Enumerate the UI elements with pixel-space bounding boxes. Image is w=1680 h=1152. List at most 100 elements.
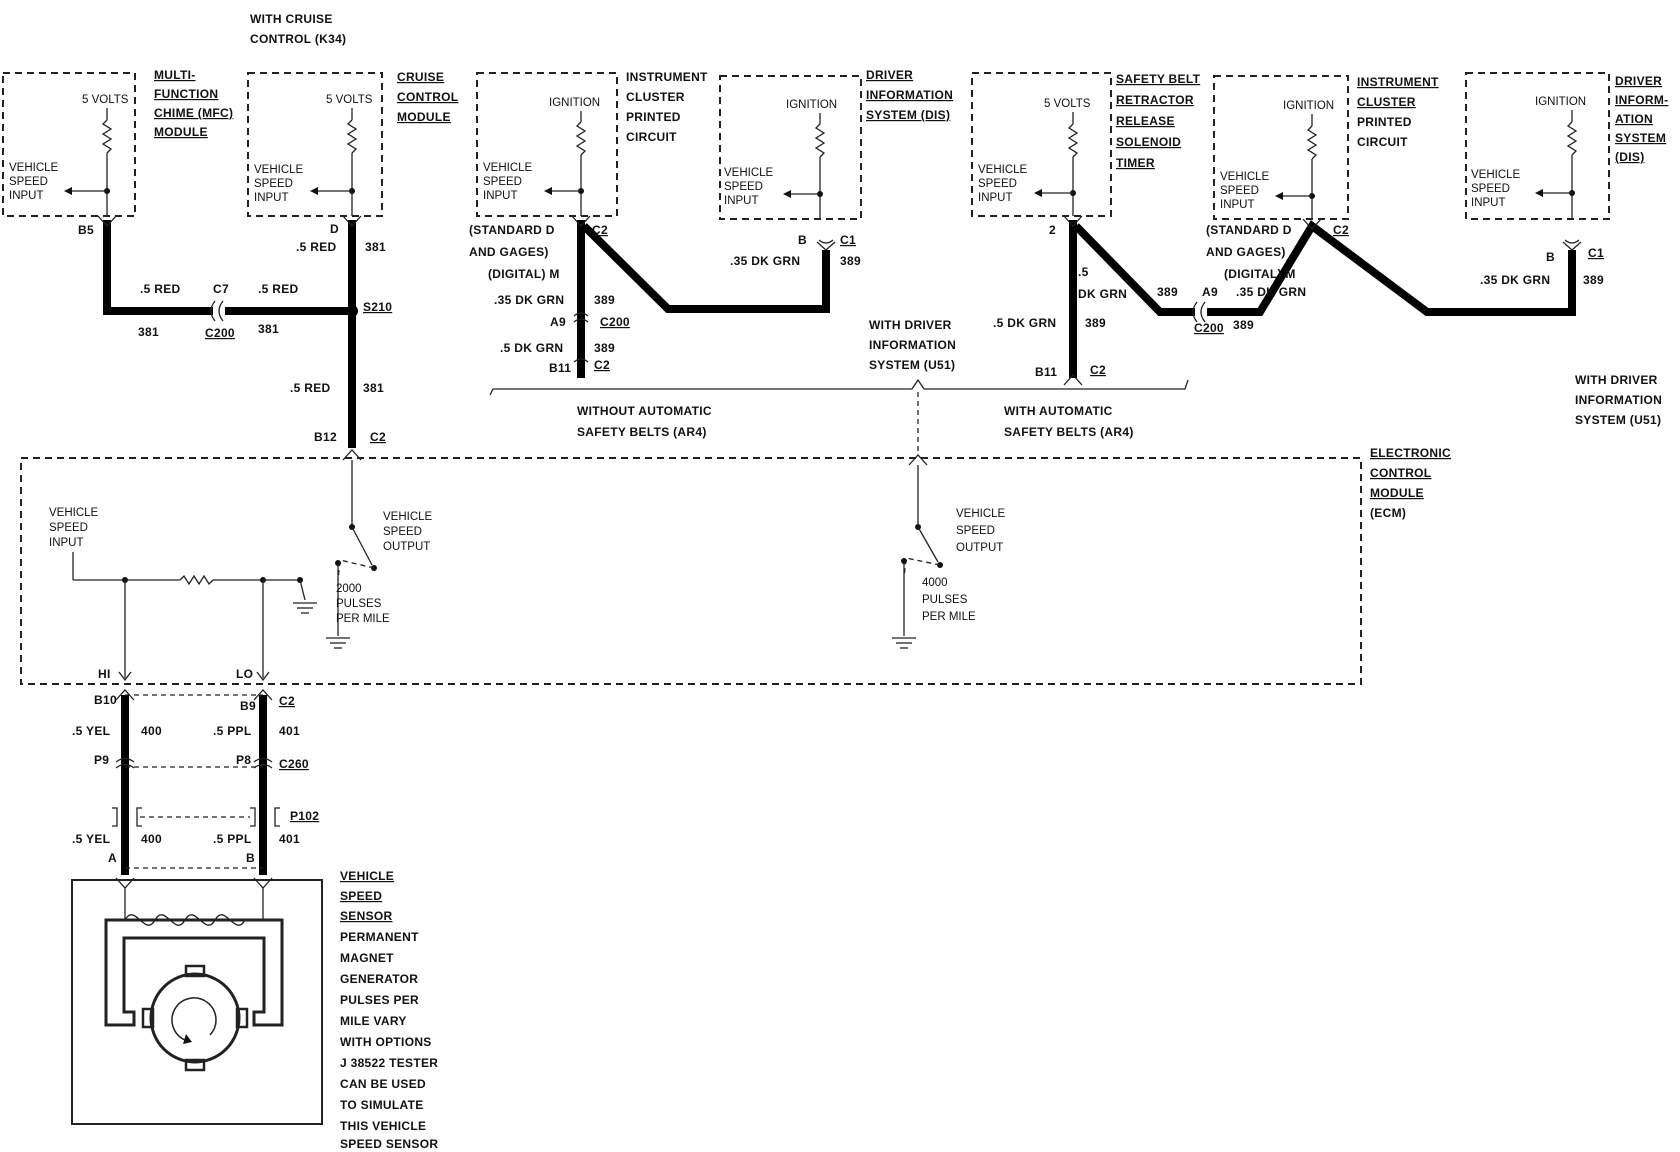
std-gages-l2: AND GAGES) xyxy=(469,245,549,259)
ipc2-c2-label: C2 xyxy=(1333,223,1349,237)
pulses-left-l2: PULSES xyxy=(336,598,382,610)
dis1-title-l3: SYSTEM (DIS) xyxy=(866,108,950,122)
mfc-title-l2: FUNCTION xyxy=(154,87,218,101)
mfc-input-l3: INPUT xyxy=(9,190,44,202)
driver-information-system-2: IGNITION VEHICLE SPEED INPUT DRIVER INFO… xyxy=(1465,72,1668,220)
ecm-input-l2: SPEED xyxy=(49,522,88,534)
dis1-title-l1: DRIVER xyxy=(866,68,913,82)
std-gages-l4: AND GAGES) xyxy=(1206,245,1286,259)
sensor-desc-l3: GENERATOR xyxy=(340,972,418,986)
wire-389-label-4: 389 xyxy=(1157,285,1178,299)
dis1-title-l2: INFORMATION xyxy=(866,88,953,102)
splice-s210-label: S210 xyxy=(363,300,392,314)
belt-supply-label: 5 VOLTS xyxy=(1044,98,1091,110)
ecm-title-l4: (ECM) xyxy=(1370,506,1406,520)
cruise-input-l3: INPUT xyxy=(254,192,289,204)
ecm-pin-b12: B12 xyxy=(314,430,337,444)
pin-b10: B10 xyxy=(94,693,117,707)
connector-c200-label-1: C200 xyxy=(205,326,235,340)
cruise-control-module: 5 VOLTS VEHICLE SPEED INPUT CRUISE CONTR… xyxy=(247,70,458,236)
ecm-title-l1: ELECTRONIC xyxy=(1370,446,1451,460)
belt-title-l2: RETRACTOR xyxy=(1116,93,1194,107)
ipc2-input-l3: INPUT xyxy=(1220,199,1255,211)
reluctor-wheel-icon xyxy=(141,964,249,1072)
output-right-l2: SPEED xyxy=(956,525,995,537)
wire-ppl-label-1: .5 PPL xyxy=(213,724,251,738)
dis2-input-l2: SPEED xyxy=(1471,183,1510,195)
belt-title-l4: SOLENOID xyxy=(1116,135,1181,149)
wire-yel-label-2: .5 YEL xyxy=(72,832,110,846)
wire-401-label-2: 401 xyxy=(279,832,300,846)
connector-a9-label-2: A9 xyxy=(1202,285,1218,299)
wire-389-label-7: 389 xyxy=(1583,273,1604,287)
splice-s210-icon xyxy=(346,305,358,317)
belt-input-l1: VEHICLE xyxy=(978,164,1028,176)
with-dis-mid-l3: SYSTEM (U51) xyxy=(869,358,955,372)
pin-b: B xyxy=(246,851,255,865)
pin-p8: P8 xyxy=(236,753,251,767)
cruise-title-l1: CRUISE xyxy=(397,70,444,84)
ecm-c2-label-1: C2 xyxy=(370,430,386,444)
safety-belt-timer-module: 5 VOLTS VEHICLE SPEED INPUT SAFETY BELT … xyxy=(971,72,1201,237)
belt-input-l2: SPEED xyxy=(978,178,1017,190)
cruise-title-l3: MODULE xyxy=(397,110,451,124)
circuit-381: .5 RED 381 C7 C200 .5 RED 381 .5 RED 381… xyxy=(97,215,392,461)
dis1-input-l2: SPEED xyxy=(724,181,763,193)
mfc-arrow-icon xyxy=(64,187,72,195)
cruise-input-l2: SPEED xyxy=(254,178,293,190)
output-right-l3: OUTPUT xyxy=(956,542,1003,554)
pulses-right-l1: 4000 xyxy=(922,577,948,589)
wire-381-label-3: 381 xyxy=(365,240,386,254)
dis2-input-l1: VEHICLE xyxy=(1471,169,1521,181)
pulses-left-l3: PER MILE xyxy=(336,613,390,625)
with-dis-mid-l2: INFORMATION xyxy=(869,338,956,352)
dis2-supply-label: IGNITION xyxy=(1535,96,1586,108)
sensor-title-l1: VEHICLE xyxy=(340,869,394,883)
ecm-resistor-icon xyxy=(179,574,214,586)
connector-c200-label-2: C200 xyxy=(600,315,630,329)
ipc1-title-l1: INSTRUMENT xyxy=(626,70,708,84)
pin-a: A xyxy=(108,851,117,865)
ipc2-supply-label: IGNITION xyxy=(1283,100,1334,112)
wire-red-label-1: .5 RED xyxy=(140,282,181,296)
instrument-cluster-2: IGNITION VEHICLE SPEED INPUT INSTRUMENT … xyxy=(1213,75,1439,220)
option-bracket: WITHOUT AUTOMATIC SAFETY BELTS (AR4) WIT… xyxy=(489,318,1662,466)
ipc1-title-l4: CIRCUIT xyxy=(626,130,677,144)
sensor-desc-l1: PERMANENT xyxy=(340,930,419,944)
wire-dkgrn35-label-2: .35 DK GRN xyxy=(730,254,800,268)
sensor-desc-l5: MILE VARY xyxy=(340,1014,407,1028)
ecm-input-l3: INPUT xyxy=(49,537,84,549)
sensor-desc-l6: WITH OPTIONS xyxy=(340,1035,432,1049)
with-dis-mid-l1: WITH DRIVER xyxy=(869,318,952,332)
connector-c2-label-2: C2 xyxy=(594,358,610,372)
mfc-input-l2: SPEED xyxy=(9,176,48,188)
wire-389-label-6: 389 xyxy=(1233,318,1254,332)
mfc-title-l4: MODULE xyxy=(154,125,208,139)
belt-title-l1: SAFETY BELT xyxy=(1116,72,1201,86)
ground-icon xyxy=(293,602,317,614)
dis2-c1-label: C1 xyxy=(1588,246,1604,260)
wire-381-label-2: 381 xyxy=(258,322,279,336)
ecm-hi-label: HI xyxy=(98,667,111,681)
mfc-module: 5 VOLTS VEHICLE SPEED INPUT MULTI- FUNCT… xyxy=(2,68,233,237)
cruise-input-l1: VEHICLE xyxy=(254,164,304,176)
mfc-title-l3: CHIME (MFC) xyxy=(154,106,233,120)
sensor-desc-l9: TO SIMULATE xyxy=(340,1098,424,1112)
dis2-pin-b: B xyxy=(1546,250,1555,264)
wire-381-label-4: 381 xyxy=(363,381,384,395)
with-dis-right-l3: SYSTEM (U51) xyxy=(1575,413,1661,427)
wire-five-label: .5 xyxy=(1078,265,1089,279)
coil-icon xyxy=(124,914,246,926)
ecm-title-l2: CONTROL xyxy=(1370,466,1431,480)
output-left-l2: SPEED xyxy=(383,526,422,538)
wire-dkgrn5-label-2: .5 DK GRN xyxy=(993,316,1056,330)
dis2-title-l4: SYSTEM xyxy=(1615,131,1666,145)
wire-389-label-1: 389 xyxy=(594,293,615,307)
mfc-title-l1: MULTI- xyxy=(154,68,196,82)
ipc1-title-l3: PRINTED xyxy=(626,110,681,124)
wire-dkgrn35-label-1: .35 DK GRN xyxy=(494,293,564,307)
circuit-389-with-auto-belts: .5 DK GRN 389 .5 DK GRN 389 B11 C2 A9 .3… xyxy=(993,215,1604,386)
ipc2-title-l4: CIRCUIT xyxy=(1357,135,1408,149)
wire-400-label-1: 400 xyxy=(141,724,162,738)
